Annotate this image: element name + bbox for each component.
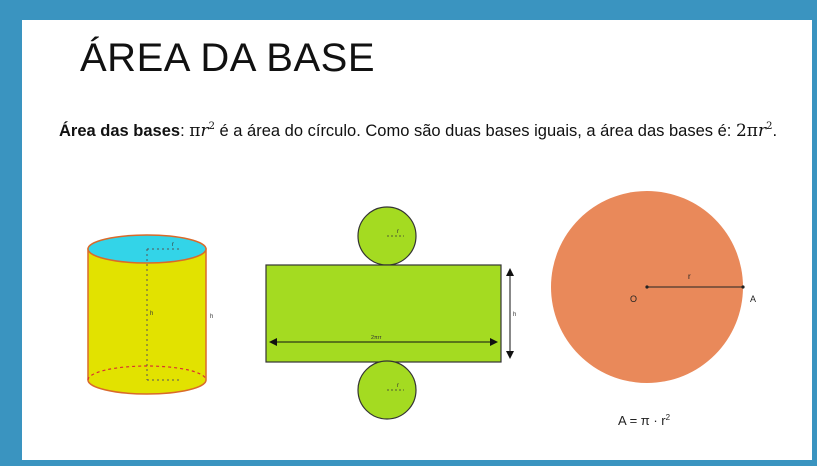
circle-area-formula: A = π · r2 bbox=[618, 413, 670, 428]
paragraph-bold-label: Área das bases bbox=[59, 122, 181, 140]
paragraph-middle: é a área do círculo. Como são duas bases… bbox=[214, 122, 736, 140]
formula-exponent: 2 bbox=[665, 413, 671, 422]
paragraph-end: . bbox=[772, 122, 778, 140]
cylinder-body bbox=[87, 248, 207, 395]
net-top-radius-label: r bbox=[397, 229, 399, 235]
cylinder-height-inner-label: h bbox=[150, 311, 153, 317]
cylinder-height-outer-label: h bbox=[210, 314, 213, 320]
slide-paragraph: Área das bases: πr2 é a área do círculo.… bbox=[59, 120, 779, 143]
circle-center-point bbox=[645, 285, 649, 289]
paragraph-colon: : bbox=[180, 122, 190, 140]
formula-2-pi-r-squared: 2πr2 bbox=[736, 121, 773, 141]
slide: ÁREA DA BASE Área das bases: πr2 é a áre… bbox=[22, 20, 812, 460]
formula-pi-r-squared: πr2 bbox=[189, 121, 215, 141]
r-symbol: r bbox=[200, 121, 209, 141]
exponent: 2 bbox=[766, 121, 773, 132]
formula-lhs: A = π · r bbox=[618, 413, 666, 428]
cylinder-radius-label: r bbox=[172, 242, 174, 248]
cylinder-hidden-base bbox=[87, 365, 207, 381]
net-lateral-rectangle bbox=[265, 264, 502, 363]
circle-radius-label: r bbox=[688, 272, 691, 281]
net-bottom-radius-label: r bbox=[397, 383, 399, 389]
cylinder-figure: r h h bbox=[87, 234, 213, 395]
circle-figure: r O A bbox=[551, 191, 756, 383]
r-symbol: r bbox=[757, 121, 767, 141]
net-width-label: 2πrr bbox=[371, 335, 382, 341]
circle-center-label: O bbox=[630, 294, 637, 304]
pi-symbol: π bbox=[189, 121, 201, 141]
slide-title: ÁREA DA BASE bbox=[80, 36, 376, 80]
exponent: 2 bbox=[208, 121, 215, 132]
two-pi: 2π bbox=[735, 121, 758, 141]
figures: r h h r 2πrr h r bbox=[87, 191, 756, 420]
circle-point-label: A bbox=[750, 294, 756, 304]
circle-edge-point bbox=[741, 285, 745, 289]
cylinder-net-figure: r 2πrr h r bbox=[265, 206, 516, 420]
net-height-label: h bbox=[513, 312, 516, 318]
